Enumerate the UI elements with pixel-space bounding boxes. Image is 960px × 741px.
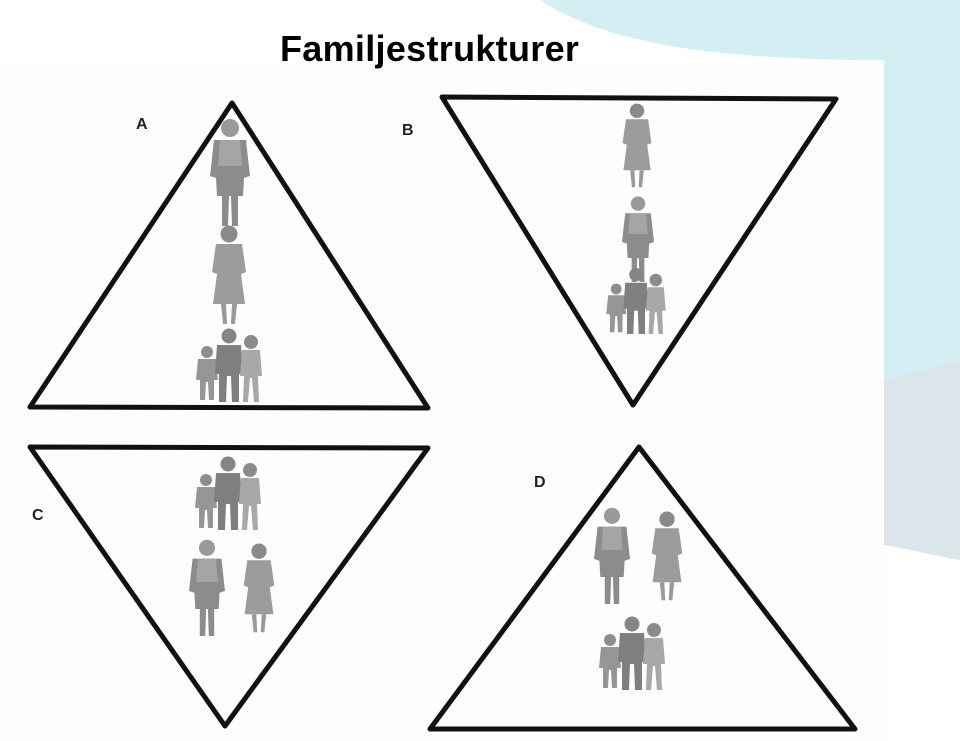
panel-b [439, 94, 839, 408]
panel-c [27, 444, 431, 729]
panel-d [427, 444, 858, 732]
worksheet-sheet [0, 62, 884, 741]
panel-label-d: D [534, 474, 546, 491]
panel-label-b: B [402, 122, 414, 139]
panel-label-c: C [32, 507, 44, 524]
page-title: Familjestrukturer [280, 28, 580, 69]
panel-label-a: A [136, 116, 148, 133]
panel-a [27, 100, 431, 411]
